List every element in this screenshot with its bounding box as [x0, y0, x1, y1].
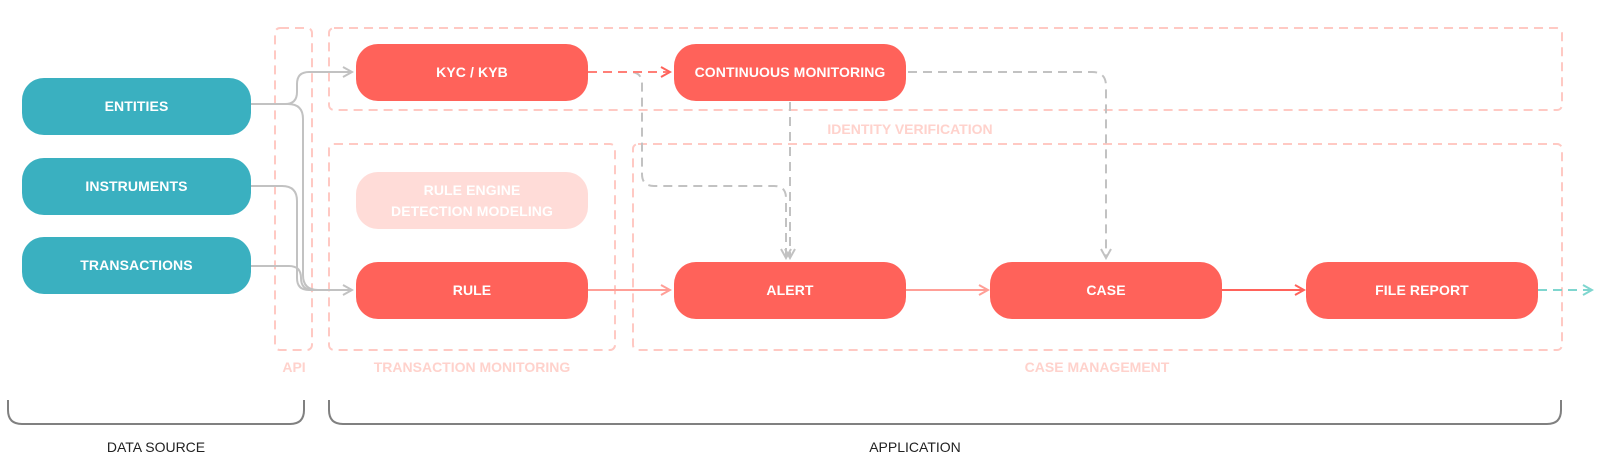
alert-node[interactable]: ALERT — [674, 262, 906, 319]
instruments-label: INSTRUMENTS — [85, 178, 188, 194]
rule-engine-label: RULE ENGINE — [423, 181, 521, 198]
group-label-case-management: CASE MANAGEMENT — [1024, 359, 1170, 375]
group-label-api: API — [282, 359, 306, 375]
alert-label: ALERT — [766, 282, 814, 298]
detection-modeling-label: DETECTION MODELING — [390, 202, 554, 219]
connector-monitoring-to-case — [908, 71, 1106, 258]
continuous-monitoring-label: CONTINUOUS MONITORING — [694, 64, 886, 80]
group-case-management-frame — [632, 143, 1563, 351]
file-report-node[interactable]: FILE REPORT — [1306, 262, 1538, 319]
group-identity-verification-frame — [328, 27, 1563, 111]
group-label-identity-verification: IDENTITY VERIFICATION — [827, 121, 993, 137]
entities-label: ENTITIES — [104, 98, 169, 114]
group-label-transaction-monitoring: TRANSACTION MONITORING — [373, 359, 571, 375]
connector-transactions-to-rule — [251, 265, 352, 291]
case-node[interactable]: CASE — [990, 262, 1222, 319]
connector-entities-to-kyc — [251, 72, 352, 105]
transactions-label: TRANSACTIONS — [80, 257, 193, 273]
file-report-label: FILE REPORT — [1375, 282, 1469, 298]
bracket-data-source — [7, 400, 305, 425]
bracket-label-data-source: DATA SOURCE — [106, 439, 206, 455]
group-api-frame — [274, 27, 313, 351]
connector-kyc-to-alert — [588, 71, 786, 258]
kyc-kyb-label: KYC / KYB — [436, 64, 508, 80]
case-label: CASE — [1086, 282, 1126, 298]
connector-entities-to-rule — [251, 103, 352, 290]
rule-node[interactable]: RULE — [356, 262, 588, 319]
group-transaction-monitoring-frame — [328, 143, 616, 351]
rule-engine-node[interactable]: RULE ENGINE DETECTION MODELING — [356, 172, 588, 229]
continuous-monitoring-node[interactable]: CONTINUOUS MONITORING — [674, 44, 906, 101]
transactions-node[interactable]: TRANSACTIONS — [22, 237, 251, 294]
connector-instruments-to-rule — [251, 185, 352, 291]
instruments-node[interactable]: INSTRUMENTS — [22, 158, 251, 215]
bracket-application — [328, 400, 1562, 425]
bracket-label-application: APPLICATION — [869, 439, 961, 455]
kyc-kyb-node[interactable]: KYC / KYB — [356, 44, 588, 101]
entities-node[interactable]: ENTITIES — [22, 78, 251, 135]
rule-label: RULE — [452, 282, 492, 298]
